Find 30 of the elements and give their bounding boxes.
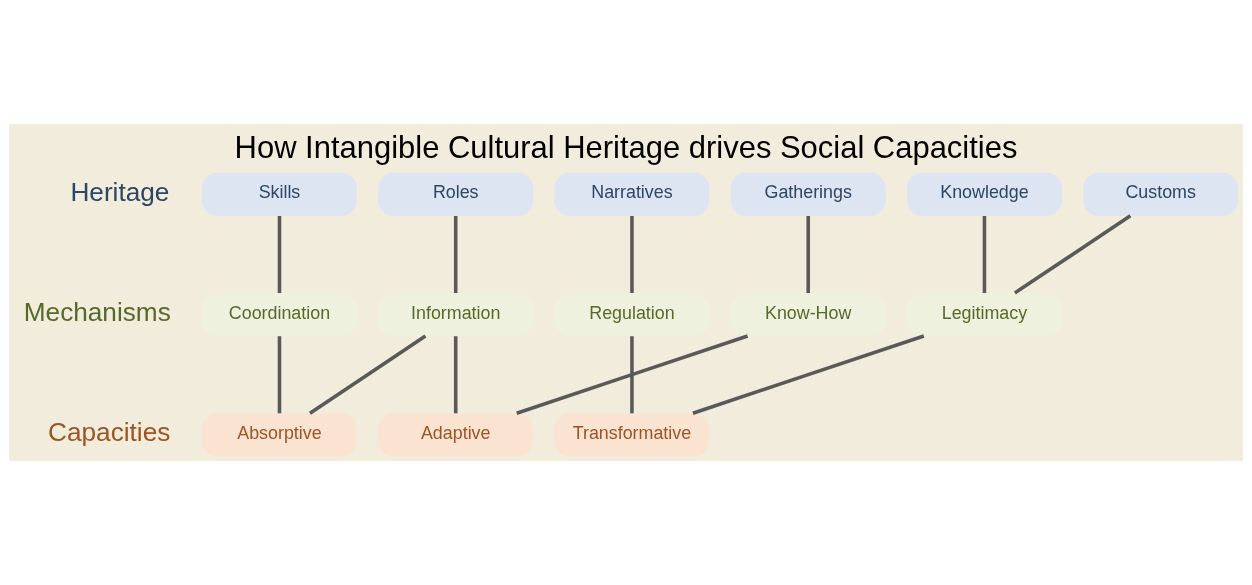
connector xyxy=(630,336,634,414)
connector xyxy=(692,334,925,415)
node-box: Skills xyxy=(202,172,357,216)
connector xyxy=(516,334,749,415)
connector xyxy=(806,216,810,294)
node-box: Roles xyxy=(378,172,534,216)
connector xyxy=(982,216,987,294)
node-box: Gatherings xyxy=(730,172,886,216)
node-box: Absorptive xyxy=(202,413,357,457)
connector xyxy=(1013,214,1132,295)
connector xyxy=(277,336,282,414)
node-box: Customs xyxy=(1083,172,1239,216)
label: Mechanisms xyxy=(23,297,171,328)
connector xyxy=(308,334,427,415)
node-box: Adaptive xyxy=(378,413,534,457)
connector xyxy=(453,216,458,294)
node-text: Coordination xyxy=(228,302,331,323)
node-text: Regulation xyxy=(589,302,675,323)
node-box: Knowledge xyxy=(907,172,1062,216)
connector xyxy=(453,336,458,414)
connector xyxy=(630,216,634,294)
node-box: Narratives xyxy=(554,172,710,216)
connector xyxy=(277,216,282,294)
node-text: Information xyxy=(411,302,501,323)
node-box: Transformative xyxy=(554,413,710,457)
diagram-title: How Intangible Cultural Heritage drives Social Capacities xyxy=(234,130,1018,166)
label: Heritage xyxy=(70,176,170,207)
node-text: Legitimacy xyxy=(941,302,1028,323)
label: Capacities xyxy=(48,417,171,448)
node-text: Know-How xyxy=(765,302,852,323)
